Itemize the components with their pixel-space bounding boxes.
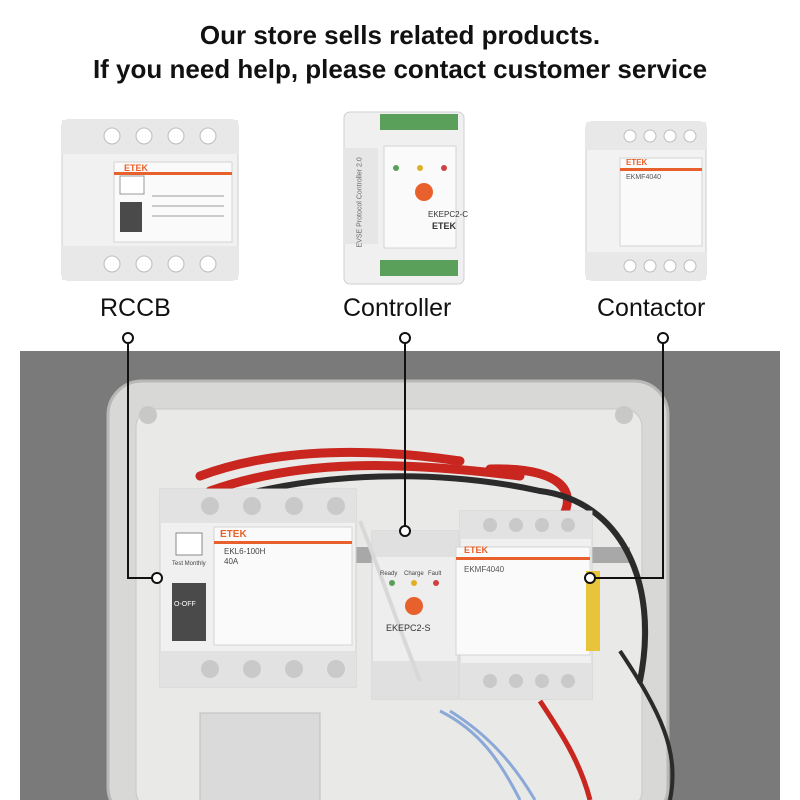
photo-rccb-switch: O-OFF [174, 601, 196, 608]
photo-controller-model: EKEPC2-S [386, 623, 431, 633]
rccb-label: RCCB [100, 294, 171, 322]
headline: Our store sells related products. If you… [0, 18, 800, 86]
controller-side-text: EVSE Protocol Controller 2.0 [356, 157, 364, 248]
rccb-brand-text: ETEK [124, 163, 149, 173]
controller-brand-text: ETEK [432, 221, 457, 231]
headline-line-1: Our store sells related products. [199, 20, 601, 50]
rccb-product-image: ETEK [54, 116, 244, 284]
contactor-label: Contactor [597, 294, 706, 322]
photo-controller-led-fault: Fault [428, 571, 442, 577]
photo-controller-led-ready: Ready [380, 571, 398, 577]
contactor-model-text: EKMF4040 [626, 174, 662, 181]
photo-rccb-model: EKL6-100H [224, 547, 266, 556]
headline-line-2: If you need help, please contact custome… [92, 54, 708, 84]
photo-rccb-brand: ETEK [220, 529, 247, 540]
controller-model-text: EKEPC2-C [428, 210, 469, 219]
contactor-product-image: ETEK EKMF4040 [582, 118, 710, 284]
photo-contactor-model: EKMF4040 [464, 565, 505, 574]
contactor-brand-text: ETEK [626, 158, 648, 167]
controller-product-image: EKEPC2-C ETEK EVSE Protocol Controller 2… [340, 108, 468, 288]
installation-photo: ETEK EKL6-100H 40A Test Monthly O-OFF Re… [20, 351, 780, 800]
photo-contactor-brand: ETEK [464, 545, 489, 555]
photo-rccb-rating: 40A [224, 557, 239, 566]
photo-rccb-test: Test Monthly [172, 561, 206, 567]
controller-label: Controller [343, 294, 452, 322]
photo-controller-led-charge: Charge [404, 571, 424, 577]
